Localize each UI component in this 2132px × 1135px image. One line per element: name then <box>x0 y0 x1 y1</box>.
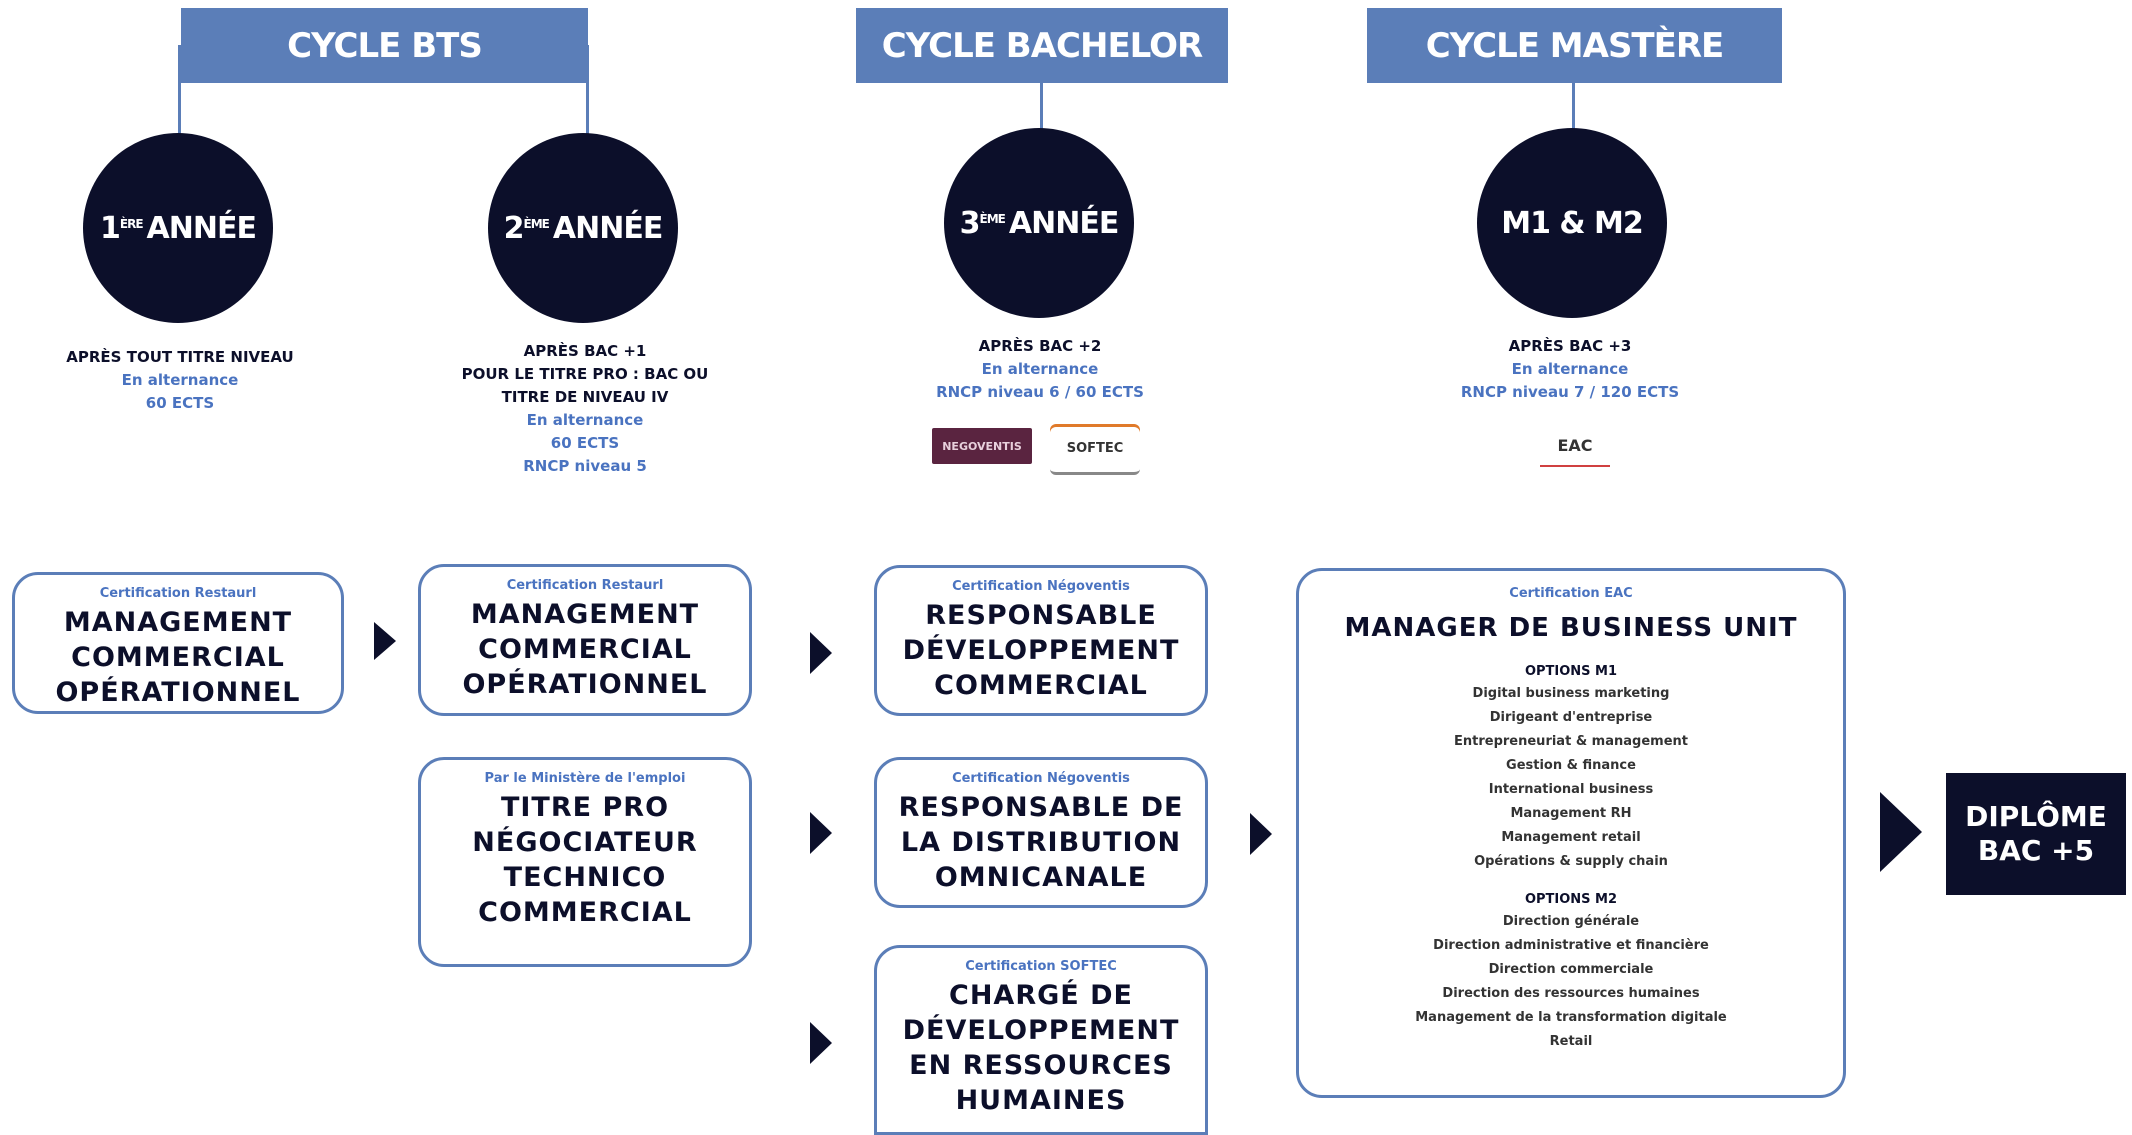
info-line: TITRE DE NIVEAU IV <box>501 388 669 406</box>
arrow-right-icon <box>374 622 396 660</box>
option-item: Direction des ressources humaines <box>1442 986 1700 1001</box>
option-item: Retail <box>1549 1034 1593 1049</box>
options-m1-label: OPTIONS M1 <box>1524 664 1618 679</box>
info-blue-line: En alternance <box>981 360 1099 378</box>
info-year-2: APRÈS BAC +1 POUR LE TITRE PRO : BAC OU … <box>410 340 760 478</box>
diploma-bac5: DIPLÔME BAC +5 <box>1946 773 2126 895</box>
year-suffix: ÈRE <box>119 217 144 231</box>
year-label: ANNÉE <box>146 210 257 246</box>
year-label: ANNÉE <box>552 210 663 246</box>
option-item: Management RH <box>1510 806 1632 821</box>
option-item: Opérations & supply chain <box>1474 854 1668 869</box>
header-cycle-bachelor: CYCLE BACHELOR <box>856 8 1228 83</box>
cert-title: TITRE PRO NÉGOCIATEUR TECHNICO COMMERCIA… <box>472 792 698 928</box>
cert-category: Certification EAC <box>1509 586 1633 601</box>
header-cycle-mastere: CYCLE MASTÈRE <box>1367 8 1782 83</box>
year-circle-m1-m2: M1 & M2 <box>1477 128 1667 318</box>
arrow-right-icon <box>810 812 832 854</box>
cert-category: Certification Restaurl <box>506 578 664 593</box>
year-number: 1 <box>100 210 121 246</box>
header-cycle-bts: CYCLE BTS <box>181 8 588 83</box>
option-item: Direction administrative et financière <box>1433 938 1709 953</box>
info-line: POUR LE TITRE PRO : BAC OU <box>461 365 709 383</box>
option-item: Management retail <box>1501 830 1641 845</box>
option-item: Direction générale <box>1502 914 1640 929</box>
info-blue-line: RNCP niveau 7 / 120 ECTS <box>1460 383 1680 401</box>
info-blue-line: En alternance <box>526 411 644 429</box>
year-suffix: ÈME <box>523 217 550 231</box>
cert-category: Par le Ministère de l'emploi <box>484 771 686 786</box>
connector-line <box>178 45 181 137</box>
option-item: Direction commerciale <box>1488 962 1654 977</box>
diploma-line: BAC +5 <box>1977 834 2095 867</box>
eac-logo: EAC <box>1540 425 1610 467</box>
option-item: Management de la transformation digitale <box>1415 1010 1727 1025</box>
connector-line <box>1572 83 1575 138</box>
info-line: APRÈS BAC +1 <box>523 342 647 360</box>
connector-line <box>586 45 589 137</box>
info-line: APRÈS BAC +2 <box>978 337 1102 355</box>
cert-box-management-2: Certification Restaurl MANAGEMENT COMMER… <box>418 564 752 716</box>
softec-logo: SOFTEC <box>1050 424 1140 475</box>
option-item: Digital business marketing <box>1472 686 1670 701</box>
connector-line <box>1040 83 1043 138</box>
arrow-right-icon <box>810 632 832 674</box>
cert-box-titre-pro: Par le Ministère de l'emploi TITRE PRO N… <box>418 757 752 967</box>
negoventis-logo: NEGOVENTIS <box>932 428 1032 464</box>
info-line: APRÈS TOUT TITRE NIVEAU <box>66 348 294 366</box>
info-blue-line: 60 ECTS <box>550 434 620 452</box>
cert-category: Certification Restaurl <box>99 586 257 601</box>
info-year-1: APRÈS TOUT TITRE NIVEAU En alternance 60… <box>30 346 330 415</box>
info-year-3: APRÈS BAC +2 En alternance RNCP niveau 6… <box>880 335 1200 404</box>
cert-category: Certification SOFTEC <box>965 959 1117 974</box>
info-blue-line: En alternance <box>1511 360 1629 378</box>
arrow-right-icon <box>810 1022 832 1064</box>
cert-title: RESPONSABLE DÉVELOPPEMENT COMMERCIAL <box>902 600 1180 701</box>
arrow-right-icon <box>1250 813 1272 855</box>
cert-title: MANAGEMENT COMMERCIAL OPÉRATIONNEL <box>462 599 708 700</box>
year-number: 2 <box>503 210 525 246</box>
option-item: Gestion & finance <box>1506 758 1636 773</box>
cert-box-distribution: Certification Négoventis RESPONSABLE DE … <box>874 757 1208 908</box>
cert-title: RESPONSABLE DE LA DISTRIBUTION OMNICANAL… <box>898 792 1184 893</box>
info-blue-line: En alternance <box>121 371 239 389</box>
options-m2-label: OPTIONS M2 <box>1524 892 1618 907</box>
cert-title: MANAGEMENT COMMERCIAL OPÉRATIONNEL <box>55 607 301 708</box>
info-line: APRÈS BAC +3 <box>1508 337 1632 355</box>
arrow-right-icon <box>1880 792 1922 872</box>
cert-title: CHARGÉ DE DÉVELOPPEMENT EN RESSOURCES HU… <box>902 980 1180 1116</box>
diploma-line: DIPLÔME <box>1965 800 2107 833</box>
info-m1-m2: APRÈS BAC +3 En alternance RNCP niveau 7… <box>1420 335 1720 404</box>
year-number: M1 & M2 <box>1501 205 1644 241</box>
cert-box-rh: Certification SOFTEC CHARGÉ DE DÉVELOPPE… <box>874 945 1208 1135</box>
cert-category: Certification Négoventis <box>952 579 1130 594</box>
info-blue-line: RNCP niveau 6 / 60 ECTS <box>936 383 1144 401</box>
cert-title: MANAGER DE BUSINESS UNIT <box>1344 613 1798 643</box>
cert-box-manager-bu: Certification EAC MANAGER DE BUSINESS UN… <box>1296 568 1846 1098</box>
option-item: International business <box>1488 782 1654 797</box>
option-item: Dirigeant d'entreprise <box>1489 710 1653 725</box>
option-item: Entrepreneuriat & management <box>1454 734 1688 749</box>
info-blue-line: RNCP niveau 5 <box>523 457 647 475</box>
info-blue-line: 60 ECTS <box>145 394 215 412</box>
cert-box-responsable-dev: Certification Négoventis RESPONSABLE DÉV… <box>874 565 1208 716</box>
year-number: 3 <box>959 205 981 241</box>
year-label: ANNÉE <box>1008 205 1119 241</box>
cert-box-management-1: Certification Restaurl MANAGEMENT COMMER… <box>12 572 344 714</box>
year-suffix: ÈME <box>979 212 1006 226</box>
cert-category: Certification Négoventis <box>952 771 1130 786</box>
